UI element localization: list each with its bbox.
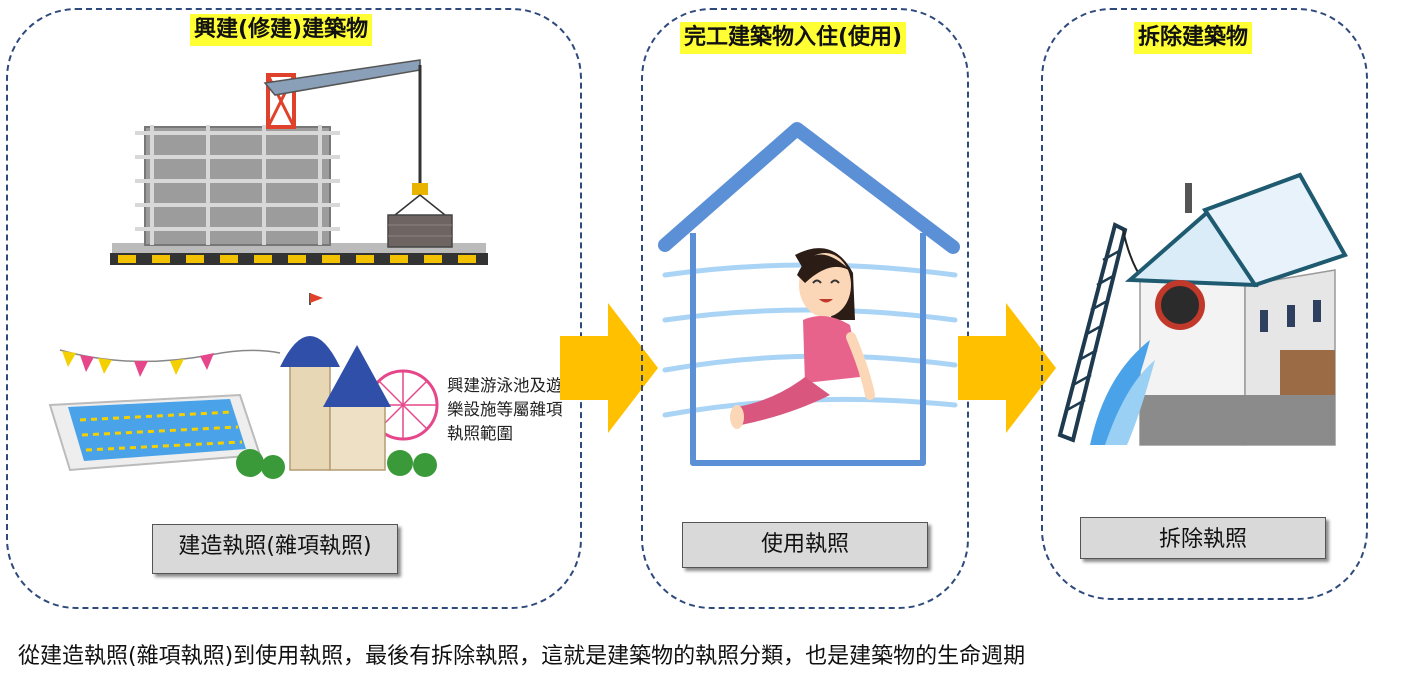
stage-title-construction: 興建(修建)建築物 <box>190 14 373 46</box>
construction-crane-illustration <box>110 59 488 265</box>
flow-arrow-icon <box>560 303 658 433</box>
stage-title-occupancy: 完工建築物入住(使用) <box>680 22 907 54</box>
flow-arrow-icon <box>958 303 1056 433</box>
permit-label-demolition: 拆除執照 <box>1080 517 1326 559</box>
person-in-house-illustration <box>658 122 960 466</box>
stage-panel-demolition <box>1041 8 1368 600</box>
permit-label-occupancy: 使用執照 <box>682 522 928 568</box>
lifecycle-caption: 從建造執照(雜項執照)到使用執照，最後有拆除執照，這就是建築物的執照分類，也是建… <box>18 644 1026 669</box>
swimming-pool-illustration <box>48 349 281 472</box>
stage-panel-occupancy <box>641 8 969 609</box>
miscellaneous-permit-note: 興建游泳池及遊樂設施等屬雜項執照範圍 <box>447 376 563 443</box>
stage-panel-construction <box>6 8 582 609</box>
stage-title-demolition: 拆除建築物 <box>1134 22 1253 54</box>
amusement-park-illustration <box>236 293 439 479</box>
house-demolition-illustration <box>1057 172 1348 446</box>
permit-label-construction: 建造執照(雜項執照) <box>152 524 398 574</box>
